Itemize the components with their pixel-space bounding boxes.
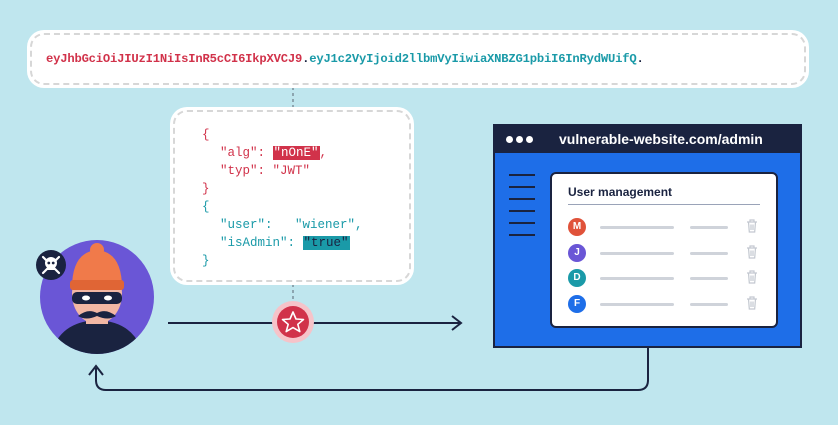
browser-window: vulnerable-website.com/admin User manage… — [493, 124, 802, 348]
user-row[interactable]: M — [568, 218, 762, 238]
attacker-avatar — [40, 240, 154, 354]
arrow-request-head — [451, 315, 463, 331]
trash-icon[interactable] — [745, 295, 759, 313]
jwt-separator: . — [302, 52, 310, 66]
alg-comma: , — [319, 146, 328, 160]
panel-divider — [568, 204, 760, 205]
isadmin-value: "true" — [302, 236, 350, 250]
user-role-placeholder — [690, 277, 728, 280]
decoded-jwt-card: { "alg": "nOnE", "typ": "JWT" } { "user"… — [173, 110, 411, 282]
user-row[interactable]: F — [568, 294, 762, 315]
jwt-trailing-dot: . — [636, 52, 644, 66]
user-name-placeholder — [600, 226, 674, 229]
user-role-placeholder — [690, 226, 728, 229]
user-avatar: J — [568, 243, 586, 262]
jwt-payload: eyJ1c2VyIjoid2llbmVyIiwiaXNBZG1pbiI6InRy… — [309, 52, 637, 66]
jwt-token: eyJhbGciOiJIUzI1NiIsInR5cCI6IkpXVCJ9.eyJ… — [30, 33, 806, 85]
skull-crossbones-icon — [36, 250, 66, 280]
isadmin-key: "isAdmin": — [220, 236, 303, 250]
alg-line: "alg": "nOnE", — [220, 146, 327, 160]
window-dot — [526, 136, 533, 143]
browser-title-bar: vulnerable-website.com/admin — [495, 126, 800, 153]
arrow-response-head — [88, 364, 104, 376]
user-name-placeholder — [600, 251, 674, 255]
header-open-brace: { — [202, 128, 210, 142]
payload-open-brace: { — [202, 200, 210, 214]
alg-value: "nOnE" — [272, 146, 320, 160]
user-line: "user": "wiener", — [220, 218, 363, 232]
panel-title: User management — [568, 185, 673, 199]
isadmin-line: "isAdmin": "true" — [220, 236, 350, 250]
trash-icon[interactable] — [745, 218, 759, 236]
star-icon — [272, 301, 314, 343]
payload-close-brace: } — [202, 254, 210, 268]
trash-icon[interactable] — [745, 269, 759, 287]
user-name-placeholder — [600, 302, 674, 306]
user-avatar: F — [568, 294, 586, 313]
user-row[interactable]: D — [568, 269, 762, 289]
address-bar-url[interactable]: vulnerable-website.com/admin — [559, 131, 763, 147]
user-avatar: M — [568, 218, 586, 236]
alg-key: "alg": — [220, 146, 273, 160]
typ-line: "typ": "JWT" — [220, 164, 311, 178]
arrow-response — [95, 348, 649, 391]
trash-icon[interactable] — [745, 244, 759, 262]
window-dot — [506, 136, 513, 143]
jwt-header: eyJhbGciOiJIUzI1NiIsInR5cCI6IkpXVCJ9 — [46, 52, 303, 66]
user-name-placeholder — [600, 277, 674, 280]
user-role-placeholder — [690, 302, 728, 306]
window-dot — [516, 136, 523, 143]
user-avatar: D — [568, 269, 586, 287]
header-close-brace: } — [202, 182, 210, 196]
user-row[interactable]: J — [568, 243, 762, 264]
user-role-placeholder — [690, 251, 728, 255]
